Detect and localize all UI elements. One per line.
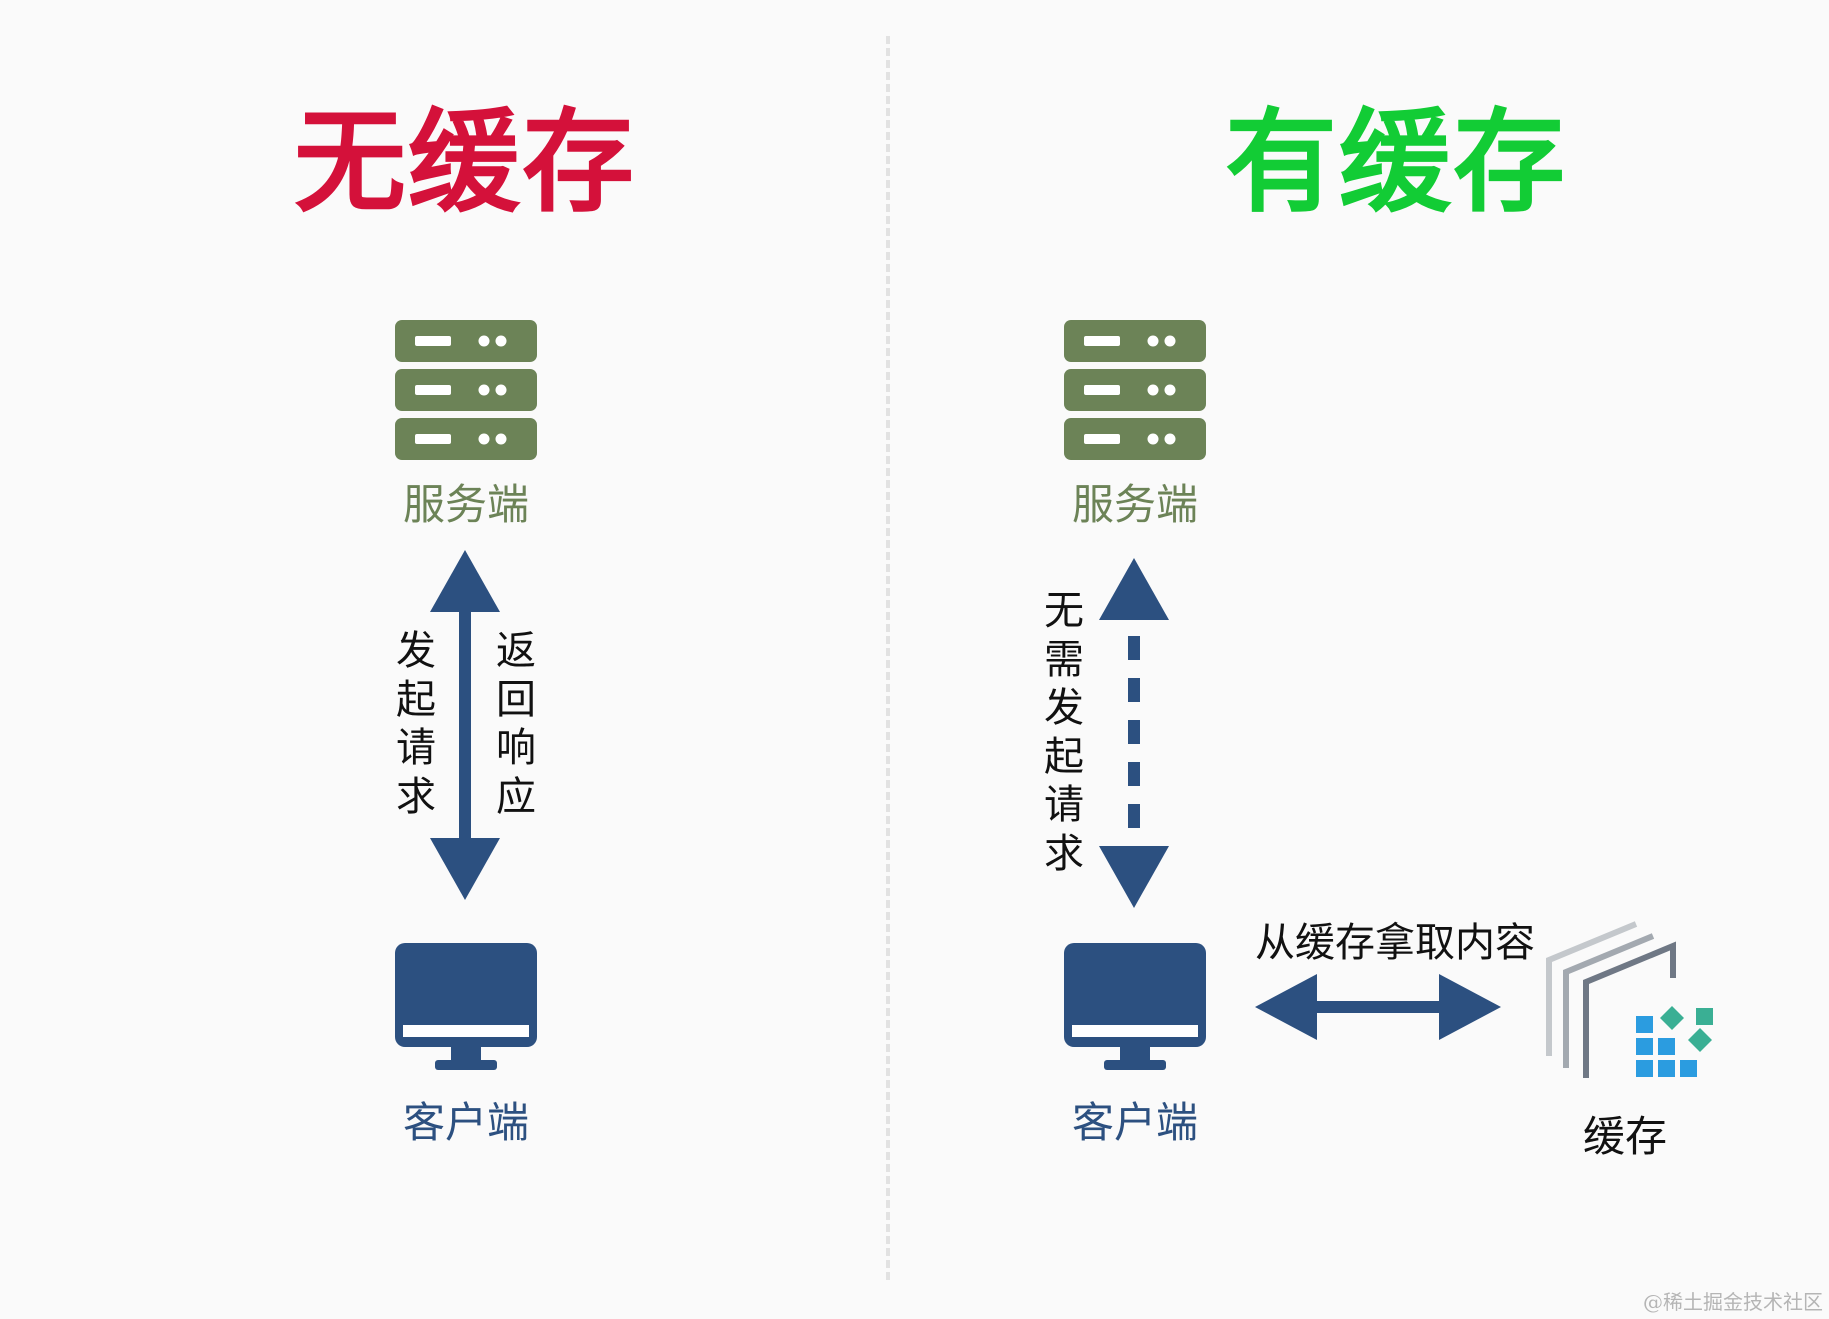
monitor-icon (395, 943, 537, 1070)
server-icon (1064, 320, 1206, 460)
server-icon (395, 320, 537, 460)
bidirectional-arrow (430, 550, 500, 900)
dashed-bidirectional-arrow (1099, 558, 1169, 908)
horizontal-bidirectional-arrow (1255, 974, 1501, 1040)
response-label: 返回响应 (496, 628, 536, 820)
request-label: 发起请求 (396, 628, 436, 820)
monitor-icon (1064, 943, 1206, 1070)
no-cache-title: 无缓存 (294, 98, 636, 228)
panel-divider (886, 36, 890, 1280)
cache-title: 有缓存 (1225, 98, 1567, 228)
server-label: 服务端 (402, 480, 529, 529)
cache-label: 缓存 (1582, 1112, 1667, 1161)
watermark: @稀土掘金技术社区 (1643, 1290, 1823, 1314)
no-request-label: 无需发起请求 (1044, 588, 1084, 877)
fetch-from-cache-label: 从缓存拿取内容 (1255, 920, 1535, 966)
client-label: 客户端 (1071, 1098, 1198, 1147)
server-label: 服务端 (1071, 480, 1198, 529)
client-label: 客户端 (402, 1098, 529, 1147)
cache-icon (1546, 921, 1713, 1078)
